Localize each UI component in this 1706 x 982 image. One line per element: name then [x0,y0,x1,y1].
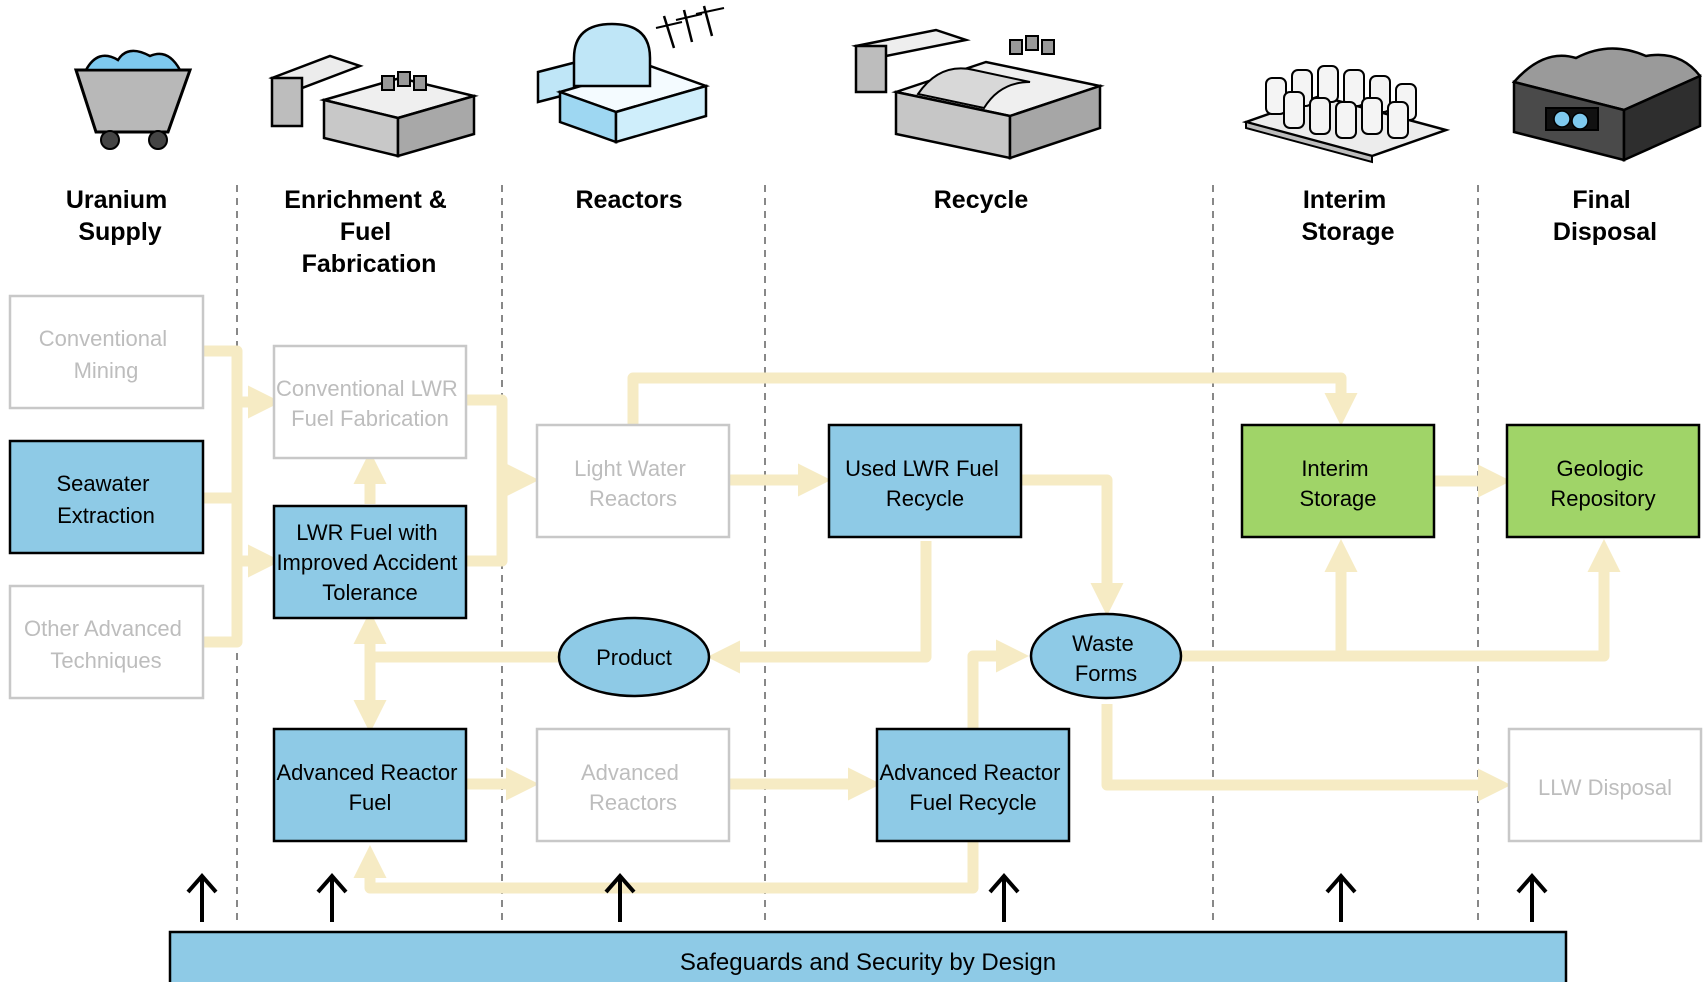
safeguards-arrows [186,872,1548,922]
svg-text:Safeguards and Security by Des: Safeguards and Security by Design [680,949,1056,976]
node-light-water-reactors: Light Water Reactors [535,423,731,539]
column-dividers [236,185,1479,922]
column-heading-uranium-supply: Uranium Supply [66,186,174,246]
column-heading-reactors: Reactors [576,186,683,214]
column-heading-recycle: Recycle [934,186,1029,214]
dry-cask-storage-icon [1241,65,1451,164]
node-llw-disposal: LLW Disposal [1507,727,1703,843]
svg-text:LWR Fuel with Improved A: LWR Fuel with Improved Accident Toleranc… [276,520,463,605]
svg-text:Used LWR Fuel Recycle: Used LWR Fuel Recycle [845,456,1005,511]
node-advanced-reactor-fuel: Advanced Reactor Fuel [272,727,468,843]
up-arrow-icon [988,872,1020,922]
node-seawater-extraction: Seawater Extraction [8,439,205,555]
svg-text:Advanced Reactor Fuel: Advanced Reactor Fuel [276,760,463,815]
node-advanced-reactors: Advanced Reactors [535,727,731,843]
node-geologic-repository: Geologic Repository [1505,423,1701,539]
node-used-lwr-fuel-recycle: Used LWR Fuel Recycle [827,423,1023,539]
node-product: Product [557,616,711,698]
svg-text:Waste Forms: Waste Forms [1072,631,1140,686]
up-arrow-icon [604,872,636,922]
node-waste-forms: Waste Forms [1029,612,1183,700]
svg-text:Interim Storage: Interim Storage [1299,456,1376,511]
svg-text:Conventional Mining: Conventional Mining [39,326,174,383]
svg-text:Conventional LWR Fuel Fa: Conventional LWR Fuel Fabrication [276,376,464,431]
geologic-repository-icon [1511,47,1702,162]
svg-text:Advanced Reactor Fuel Re: Advanced Reactor Fuel Recycle [879,760,1066,815]
node-other-advanced-techniques: Other Advanced Techniques [8,584,205,700]
node-conventional-mining: Conventional Mining [8,294,205,410]
node-advanced-reactor-fuel-recycle: Advanced Reactor Fuel Recycle [875,727,1071,843]
column-heading-interim-storage: Interim Storage [1301,186,1394,246]
recycling-plant-icon [851,28,1105,160]
svg-text:LLW Disposal: LLW Disposal [1538,775,1672,800]
flow-arrows [203,345,1621,894]
svg-text:Advanced Reactors: Advanced Reactors [581,760,685,815]
node-conventional-lwr-fuel-fabrication: Conventional LWR Fuel Fabrication [272,344,468,460]
svg-text:Other Advanced Technique: Other Advanced Techniques [24,616,188,673]
column-heading-final-disposal: Final Disposal [1553,186,1657,246]
fuel-fabrication-plant-icon [268,54,479,158]
ore-cart-icon [73,49,193,150]
column-heading-enrichment-fuel-fabrication: Enrichment & Fuel Fabrication [284,186,453,278]
reactor-dome-icon [536,5,725,144]
svg-text:Geologic Repository: Geologic Repository [1550,456,1655,511]
safeguards-security-banner: Safeguards and Security by Design [168,930,1568,982]
up-arrow-icon [186,872,218,922]
node-interim-storage: Interim Storage [1240,423,1436,539]
node-lwr-fuel-improved-accident-tolerance: LWR Fuel with Improved Accident Toleranc… [272,504,468,620]
up-arrow-icon [1325,872,1357,922]
up-arrow-icon [316,872,348,922]
up-arrow-icon [1516,872,1548,922]
svg-text:Product: Product [596,645,672,670]
svg-text:Seawater Extraction: Seawater Extraction [56,471,155,528]
svg-text:Light Water Reactors: Light Water Reactors [574,456,692,511]
